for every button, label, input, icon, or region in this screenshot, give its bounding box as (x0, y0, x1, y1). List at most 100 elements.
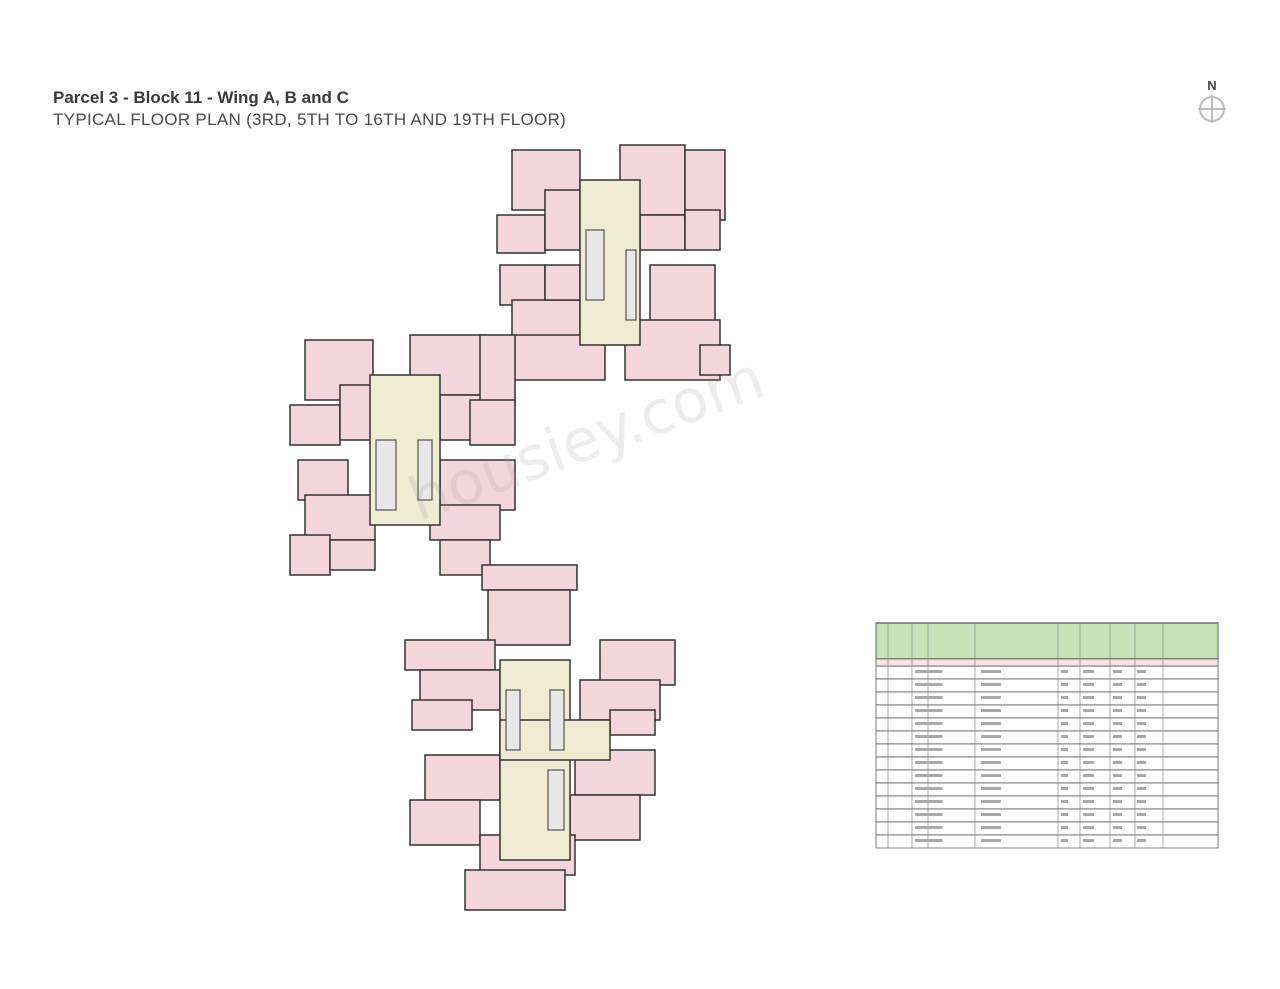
table-cell-text (981, 787, 1001, 790)
table-cell-text (1083, 826, 1094, 829)
apartment-unit (699, 344, 731, 376)
table-cell-text (915, 748, 943, 751)
table-cell-text (1061, 774, 1068, 777)
table-cell-text (1083, 722, 1094, 725)
table-cell-text (1113, 748, 1122, 751)
table-cell-text (981, 839, 1001, 842)
table-cell-text (1083, 735, 1094, 738)
table-cell-text (915, 696, 943, 699)
table-cell-text (1083, 774, 1094, 777)
table-cell-text (1113, 735, 1122, 738)
apartment-unit (569, 794, 641, 841)
apartment-unit (411, 699, 473, 731)
apartment-unit (684, 149, 726, 221)
table-cell-text (1061, 748, 1068, 751)
table-cell-text (1061, 813, 1068, 816)
table-cell-text (1113, 761, 1122, 764)
table-cell-text (1137, 748, 1146, 751)
apartment-unit (544, 189, 581, 251)
staircase (549, 689, 565, 751)
table-cell-text (1113, 826, 1122, 829)
table-cell-text (981, 800, 1001, 803)
table-cell-text (1083, 787, 1094, 790)
table-cell-text (981, 709, 1001, 712)
north-label: N (1207, 78, 1217, 93)
table-cell-text (915, 670, 943, 673)
table-cell-text (1137, 813, 1146, 816)
staircase (547, 769, 565, 831)
apartment-unit (487, 589, 571, 646)
apartment-unit (544, 264, 581, 301)
table-cell-text (1113, 839, 1122, 842)
unit-area-table (875, 622, 1219, 849)
apartment-unit (481, 564, 578, 591)
table-cell-text (1061, 696, 1068, 699)
table-cell-text (1113, 709, 1122, 712)
table-cell-text (1137, 839, 1146, 842)
table-cell-text (1061, 683, 1068, 686)
table-cell-text (915, 826, 943, 829)
table-cell-text (1113, 774, 1122, 777)
table-cell-text (981, 735, 1001, 738)
table-cell-text (1083, 800, 1094, 803)
table-cell-text (1137, 735, 1146, 738)
table-cell-text (1137, 800, 1146, 803)
table-cell-text (915, 761, 943, 764)
apartment-unit (409, 799, 481, 846)
table-cell-text (915, 787, 943, 790)
table-cell-text (915, 800, 943, 803)
table-cell-text (1083, 813, 1094, 816)
apartment-unit (297, 459, 349, 501)
apartment-unit (499, 264, 546, 306)
apartment-unit (479, 334, 516, 406)
table-cell-text (1083, 839, 1094, 842)
table-cell-text (1061, 670, 1068, 673)
table-cell-text (1061, 826, 1068, 829)
table-cell-text (1113, 813, 1122, 816)
apartment-unit (429, 504, 501, 541)
table-cell-text (1137, 774, 1146, 777)
apartment-unit (329, 539, 376, 571)
table-cell-text (1137, 709, 1146, 712)
table-cell-text (981, 761, 1001, 764)
table-cell-text (1137, 722, 1146, 725)
table-cell-text (981, 813, 1001, 816)
table-section-row (875, 658, 1219, 667)
table-cell-text (1137, 696, 1146, 699)
table-cell-text (915, 683, 943, 686)
table-cell-text (1137, 683, 1146, 686)
table-cell-text (1083, 696, 1094, 699)
staircase (375, 439, 397, 511)
table-cell-text (1137, 761, 1146, 764)
apartment-unit (469, 399, 516, 446)
table-cell-text (915, 735, 943, 738)
page-subtitle: TYPICAL FLOOR PLAN (3RD, 5TH TO 16TH AND… (53, 110, 567, 129)
table-cell-text (981, 670, 1001, 673)
apartment-unit (599, 639, 676, 686)
north-arrow-icon (1198, 95, 1226, 123)
apartment-unit (404, 639, 496, 671)
table-cell-text (1083, 748, 1094, 751)
table-cell-text (915, 722, 943, 725)
table-cell-text (1137, 787, 1146, 790)
staircase (625, 249, 637, 321)
table-cell-text (981, 696, 1001, 699)
table-cell-text (915, 813, 943, 816)
staircase (505, 689, 521, 751)
page-title: Parcel 3 - Block 11 - Wing A, B and C (53, 88, 349, 107)
table-cell-text (1061, 761, 1068, 764)
staircase (585, 229, 605, 301)
table-cell-text (1061, 787, 1068, 790)
table-cell-text (981, 722, 1001, 725)
apartment-unit (464, 869, 566, 911)
apartment-unit (304, 339, 374, 401)
table-cell-text (1113, 683, 1122, 686)
apartment-unit (496, 214, 546, 254)
table-cell-text (1061, 839, 1068, 842)
table-cell-text (1083, 683, 1094, 686)
apartment-unit (639, 214, 686, 251)
table-cell-text (915, 709, 943, 712)
apartment-unit (289, 404, 341, 446)
table-cell-text (1061, 735, 1068, 738)
